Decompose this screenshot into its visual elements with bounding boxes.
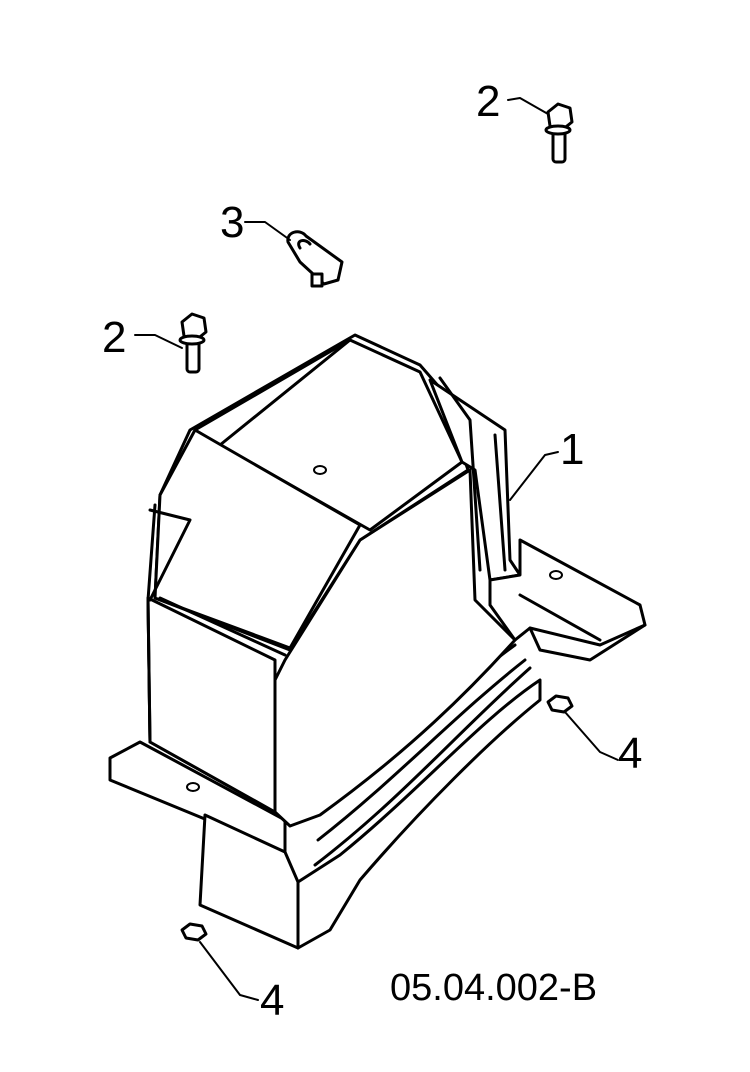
nut-bottom [180,922,208,942]
callout-1: 1 [560,425,584,474]
nut-right [546,694,574,714]
callout-2-left: 2 [102,313,126,362]
cover-part [108,333,647,950]
bolt-left [178,312,208,374]
callout-4-bottom: 4 [260,976,284,1025]
callout-2-top: 2 [476,77,500,126]
callout-3: 3 [220,198,244,247]
drawing-number: 05.04.002-B [390,967,597,1009]
leader-lines [134,97,619,1001]
bolt-top-right [544,102,574,164]
clip-part [286,230,344,288]
callout-4-right: 4 [618,729,642,778]
